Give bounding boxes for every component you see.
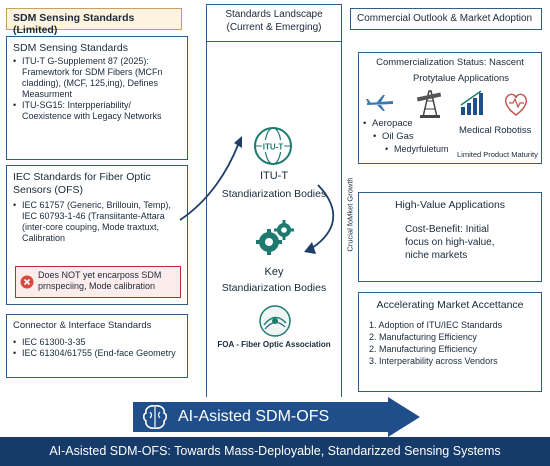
connector-list: IEC 61300-3-35 IEC 61304/61755 (End-face… [13,337,181,359]
iec-standards-list: IEC 61757 (Generic, Brillouin, Temp), IE… [13,200,181,244]
bottom-banner: AI-Asisted SDM-OFS: Towards Mass-Deploya… [0,437,550,466]
sdm-sensing-panel: SDM Sensing Standards ITU-T G-Supplement… [6,36,188,160]
iec-standards-panel: IEC Standards for Fiber Optic Sensors (O… [6,165,188,305]
accelerating-list: 1. Adoption of ITU/IEC Standards 2. Manu… [367,319,533,367]
list-item: 1. Adoption of ITU/IEC Standards [369,320,503,330]
ai-arrow-bar [133,402,390,432]
arrowhead-key [304,242,316,254]
itu-title: ITU-T [259,170,289,182]
center-header: Standards Landscape (Current & Emerging) [206,4,342,42]
sdm-sensing-title: SDM Sensing Standards [13,42,128,54]
sdm-sensing-list: ITU-T G-Supplement 87 (2025): Framewtork… [13,56,181,122]
foa-label: FOA - Fiber Optic Association [217,340,331,349]
center-header-text: Standards Landscape (Current & Emerging) [225,9,323,33]
commercialization-panel: Commercialization Status: Nascent Protyt… [358,52,542,164]
itu-subtitle: Standiarization Bodies [221,188,327,200]
medical-robot-icon [504,93,528,116]
error-x-icon [20,275,34,289]
iec-standards-title: IEC Standards for Fiber Optic Sensors (O… [13,171,151,196]
connector-title: Connector & Interface Standards [13,320,152,331]
list-item: Aeropace [363,117,463,130]
gears-icon [256,220,294,255]
right-header: Commercial Outlook & Market Adoption [350,8,542,30]
curve-arrow-to-key [311,184,335,249]
oil-derrick-icon [416,90,442,118]
list-item: IEC 61300-3-35 [13,337,181,348]
right-header-text: Commercial Outlook & Market Adoption [357,13,533,24]
accelerating-panel: Accelerating Market Accettance 1. Adopti… [358,292,542,392]
warning-box: Does NOT yet encarposs SDM prnspeciing, … [15,266,181,298]
accelerating-title: Accelerating Market Accettance [376,299,524,311]
commercialization-subtitle: Protytalue Applications [412,73,510,84]
list-item: ITU-T G-Supplement 87 (2025): Framewtork… [13,56,181,100]
list-item: Medyrfuletum [385,143,463,155]
list-item: Oil Gas [373,130,463,143]
ai-arrowhead [388,397,420,437]
high-value-title: High-Value Applications [394,199,506,211]
left-header-text: SDM Sensing Standards (Limited) [13,12,135,36]
list-item: IEC 61757 (Generic, Brillouin, Temp), IE… [13,200,181,244]
list-item: IEC 61304/61755 (End-face Geometry [13,348,181,359]
ai-arrow-label: AI-Asisted SDM-OFS [178,408,330,425]
key-subtitle: Standiarization Bodies [221,282,327,294]
high-value-panel: High-Value Applications Cost-Benefit: In… [358,192,542,282]
applications-list: Aeropace Oil Gas Medyrfuletum [363,117,463,155]
list-item: 3. Interperability across Vendors [369,356,498,366]
list-item: 2. Manufacturing Efficiency [369,332,477,342]
left-header: SDM Sensing Standards (Limited) [6,8,182,36]
warning-text: Does NOT yet encarposs SDM prnspeciing, … [38,270,162,291]
side-vertical-label: Crucial foMket Growth [345,177,355,252]
key-title: Key [264,266,284,278]
growth-chart-icon [460,90,483,115]
brain-icon [142,405,168,429]
foa-logo-icon [259,305,291,337]
arrowhead-itu [234,136,242,148]
list-item: ITU-SG15: Interpperiability/ Coexistence… [13,100,181,122]
airplane-icon [366,95,393,111]
connector-panel: Connector & Interface Standards IEC 6130… [6,314,188,378]
medical-label: Medical Robotiss [459,125,532,136]
itu-icon-text: ITU-T [263,143,284,152]
curve-arrow-to-itu [179,144,239,221]
commercialization-title: Commercialization Status: Nascent [376,57,524,68]
itu-globe-icon: ITU-T [254,127,292,165]
maturity-label: Limited Product Maturity [457,150,538,159]
high-value-body: Cost-Benefit: Initial focus on high-valu… [405,224,495,261]
list-item: 2. Manufacturing Efficiency [369,344,477,354]
center-column-frame [206,42,342,397]
